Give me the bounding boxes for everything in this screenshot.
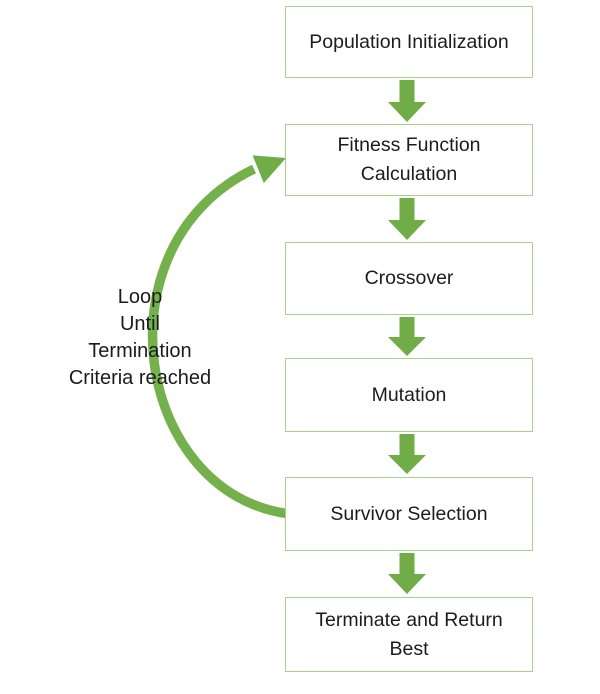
loop-annotation-label: Loop Until Termination Criteria reached (68, 286, 212, 389)
flow-box-population-initialization: Population Initialization (285, 6, 533, 78)
down-arrow-4-icon (388, 434, 426, 474)
flow-box-survivor-selection: Survivor Selection (285, 477, 533, 551)
down-arrow-5-icon (388, 553, 426, 594)
down-arrow-3-icon (388, 317, 426, 356)
loop-back-arrowhead-icon (252, 155, 286, 184)
flow-box-crossover: Crossover (285, 242, 533, 315)
down-arrow-2-icon (388, 198, 426, 240)
flow-box-mutation: Mutation (285, 358, 533, 432)
flow-box-terminate-and-return-best: Terminate and Return Best (285, 597, 533, 672)
down-arrow-1-icon (388, 80, 426, 122)
loop-back-arc (147, 164, 291, 519)
flow-box-fitness-function-calculation: Fitness Function Calculation (285, 124, 533, 196)
